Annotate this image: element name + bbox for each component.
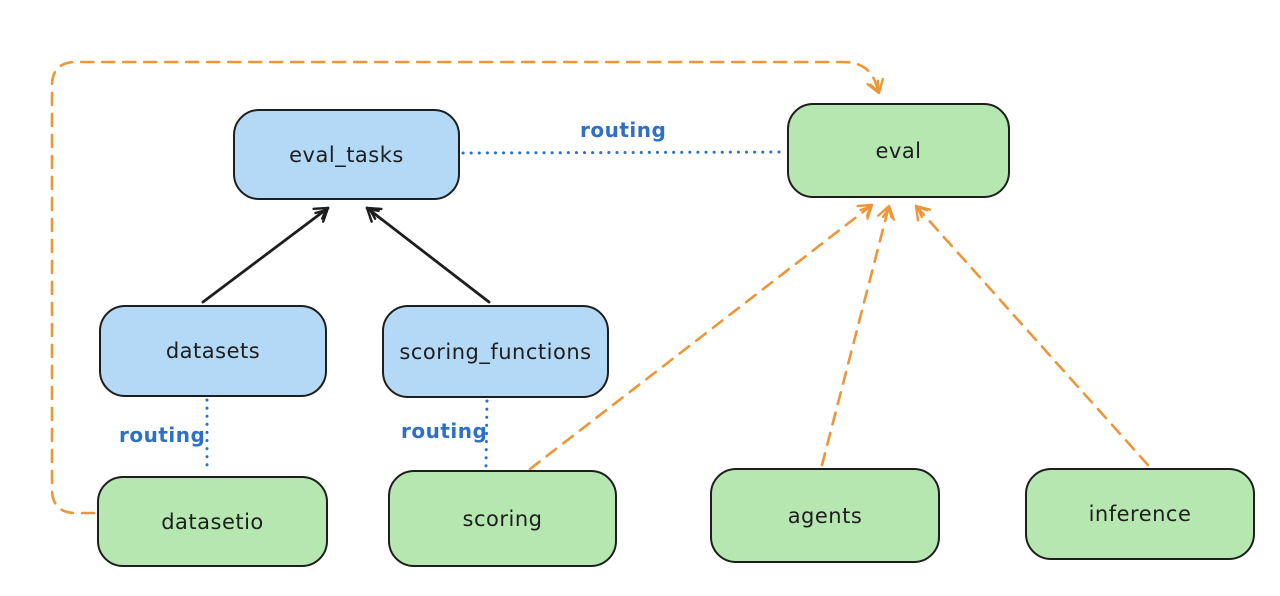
node-eval-tasks-label: eval_tasks bbox=[289, 142, 404, 167]
routing-label-datasets-datasetio: routing bbox=[119, 423, 206, 447]
edge-scoring-functions-to-eval-tasks bbox=[365, 206, 491, 304]
edge-datasets-to-eval-tasks bbox=[201, 206, 330, 304]
node-datasetio: datasetio bbox=[97, 476, 328, 567]
routing-label-scoring-functions-scoring: routing bbox=[401, 419, 488, 443]
edge-inference-to-eval bbox=[914, 204, 1150, 467]
edge-datasetio-to-eval bbox=[50, 60, 884, 515]
node-scoring-functions: scoring_functions bbox=[382, 305, 609, 398]
node-agents-label: agents bbox=[787, 503, 863, 528]
edge-agents-to-eval bbox=[820, 204, 895, 467]
node-datasets-label: datasets bbox=[165, 339, 261, 363]
node-datasetio-label: datasetio bbox=[161, 509, 264, 534]
node-scoring-functions-label: scoring_functions bbox=[399, 339, 592, 364]
node-inference: inference bbox=[1025, 468, 1255, 560]
node-scoring-label: scoring bbox=[462, 506, 543, 531]
node-datasets: datasets bbox=[99, 305, 327, 397]
node-eval-label: eval bbox=[875, 138, 922, 163]
node-eval: eval bbox=[787, 103, 1010, 198]
node-scoring: scoring bbox=[388, 470, 617, 567]
edge-scoring-to-eval bbox=[528, 203, 874, 471]
node-eval-tasks: eval_tasks bbox=[233, 109, 460, 200]
edge-eval-tasks-to-eval-routing bbox=[461, 150, 788, 155]
edge-scoring-functions-to-scoring-routing bbox=[484, 399, 489, 469]
node-agents: agents bbox=[710, 468, 940, 563]
routing-label-eval-tasks-eval: routing bbox=[580, 118, 667, 142]
node-inference-label: inference bbox=[1088, 502, 1192, 526]
